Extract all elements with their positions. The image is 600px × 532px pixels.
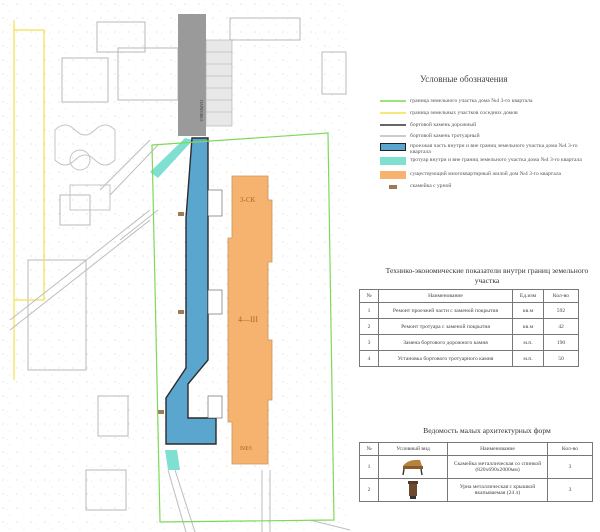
- driveway-area: [165, 137, 217, 445]
- cell: кв.м: [512, 318, 544, 335]
- cell: кв.м: [512, 302, 544, 319]
- bench-symbol-icon: [389, 185, 397, 189]
- cell: [378, 455, 448, 479]
- sidewalk-area: [150, 138, 193, 178]
- cyan-fill-icon: [380, 157, 406, 165]
- legend-item-sidewalk: тротуар внутри и вне границ земельного у…: [378, 157, 596, 171]
- grey-line-icon: [380, 135, 406, 137]
- cell: Ремонт тротуара с заменой покрытия: [378, 318, 513, 335]
- cell: 190: [543, 334, 579, 351]
- cell: Скамейка металлическая со спинкой (820х6…: [447, 455, 548, 479]
- legend-label: тротуар внутри и вне границ земельного у…: [410, 157, 582, 163]
- table-row: 4 Установка бортового тротуарного камня …: [359, 350, 579, 367]
- neighbor-buildings: [27, 17, 347, 511]
- table-row: 2 Ремонт тротуара с заменой покрытия кв.…: [359, 318, 579, 335]
- tech-table: № Наименование Ед.изм Кол-во 1 Ремонт пр…: [359, 289, 579, 367]
- bench-icon: [402, 459, 423, 476]
- driveway-edge-notches: [207, 189, 223, 419]
- cell: Замена бортового дорожного камня: [378, 334, 513, 351]
- green-line-icon: [380, 100, 406, 102]
- street-label: ПАРКОВКА: [199, 100, 204, 122]
- neighbor-boundary-line: [13, 20, 45, 380]
- col-header: Наименование: [378, 289, 513, 303]
- legend-label: бортовой камень дорожный: [410, 122, 477, 128]
- legend-item-sidewalk-curb: бортовой камень тротуарный: [378, 133, 596, 145]
- legend-title: Условные обозначения: [420, 74, 508, 84]
- tech-table-title: Технико-экономические показатели внутри …: [385, 266, 589, 285]
- building-label-mid: 4—III: [238, 315, 258, 324]
- parking-road: [178, 14, 206, 136]
- building-label-top: 3-СК: [240, 196, 256, 204]
- legend-label: граница земельного участка дома №4 3-го …: [410, 98, 533, 104]
- parking-spaces: [205, 39, 233, 127]
- cell: 3: [547, 455, 593, 479]
- table-header-row: № Наименование Ед.изм Кол-во: [359, 289, 579, 303]
- cell: 4: [359, 350, 379, 367]
- col-header: Условный вид: [378, 442, 448, 456]
- legend-label: бортовой камень тротуарный: [410, 133, 480, 139]
- cell: 1: [359, 455, 379, 479]
- residential-building: [227, 175, 273, 465]
- bench-markers: [158, 212, 184, 414]
- table-row: 2 Урна металлическая с крышкой вкапываем…: [359, 478, 593, 502]
- cell: м.п.: [512, 334, 544, 351]
- legend-item-plot-boundary: граница земельного участка дома №4 3-го …: [378, 98, 596, 110]
- cell: 42: [543, 318, 579, 335]
- legend-item-building: существующий многоквартирный жилой дом №…: [378, 171, 596, 183]
- cell: 2: [359, 318, 379, 335]
- table-row: 1 Скамейка металлическая со спинкой (820…: [359, 455, 593, 479]
- cell: 1: [359, 302, 379, 319]
- orange-fill-icon: [380, 171, 406, 179]
- table-row: 3 Замена бортового дорожного камня м.п. …: [359, 334, 579, 351]
- trash-bin-icon: [408, 481, 418, 499]
- cell: [378, 478, 448, 502]
- legend-item-bench: скамейка с урной: [378, 183, 596, 195]
- legend-label: скамейка с урной: [410, 183, 452, 189]
- col-header: №: [359, 289, 379, 303]
- parking-stalls: [206, 51, 232, 113]
- cell: Установка бортового тротуарного камня: [378, 350, 513, 367]
- cell: Урна металлическая с крышкой вкапываемая…: [447, 478, 548, 502]
- table-row: 1 Ремонт проезжей части с заменой покрыт…: [359, 302, 579, 319]
- forms-table: № Условный вид Наименование Кол-во 1 Ска…: [359, 442, 593, 502]
- cell: 592: [543, 302, 579, 319]
- col-header: Кол-во: [543, 289, 579, 303]
- land-plot-boundary: [151, 132, 335, 523]
- grey-paths: [9, 139, 351, 532]
- cell: 3: [547, 478, 593, 502]
- col-header: №: [359, 442, 379, 456]
- legend-item-road-curb: бортовой камень дорожный: [378, 122, 596, 134]
- cell: 2: [359, 478, 379, 502]
- blue-fill-icon: [380, 143, 406, 151]
- cell: м.п.: [512, 350, 544, 367]
- forms-table-title: Ведомость малых архитектурных форм: [423, 426, 551, 435]
- yellow-line-icon: [380, 112, 406, 114]
- col-header: Наименование: [447, 442, 548, 456]
- cell: Ремонт проезжей части с заменой покрытия: [378, 302, 513, 319]
- dark-line-icon: [380, 124, 406, 126]
- legend-label: существующий многоквартирный жилой дом №…: [410, 171, 561, 177]
- legend-item-neighbor-boundary: граница земельных участков соседних домо…: [378, 110, 596, 122]
- col-header: Ед.изм: [512, 289, 544, 303]
- legend-label: проезжая часть внутри и вне границ земел…: [410, 143, 578, 155]
- building-label-bottom: ВФЗ: [240, 446, 252, 452]
- cell: 3: [359, 334, 379, 351]
- cell: 50: [543, 350, 579, 367]
- legend-label: граница земельных участков соседних домо…: [410, 110, 518, 116]
- playground-outline: [54, 124, 116, 211]
- sidewalk-area-bottom: [165, 450, 180, 470]
- col-header: Кол-во: [547, 442, 593, 456]
- legend-item-driveway: проезжая часть внутри и вне границ земел…: [378, 143, 596, 157]
- table-header-row: № Условный вид Наименование Кол-во: [359, 442, 593, 456]
